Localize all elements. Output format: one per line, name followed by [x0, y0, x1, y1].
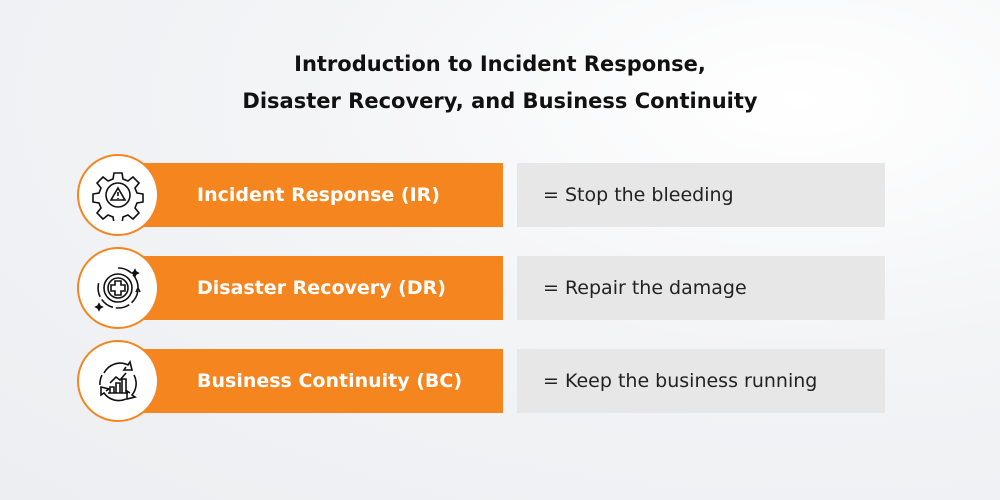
gear-warning-icon — [77, 154, 159, 236]
growth-cycle-icon — [77, 340, 159, 422]
row-disaster-recovery: Disaster Recovery (DR) = Repair the dama… — [0, 247, 1000, 329]
row-label: Incident Response (IR) — [197, 184, 440, 206]
row-label: Disaster Recovery (DR) — [197, 277, 446, 299]
row-incident-response: Incident Response (IR) = Stop the bleedi… — [0, 154, 1000, 236]
row-business-continuity: Business Continuity (BC) = Keep the busi… — [0, 340, 1000, 422]
title-line-2: Disaster Recovery, and Business Continui… — [242, 89, 758, 113]
row-description: = Stop the bleeding — [543, 184, 734, 206]
medical-cross-recovery-icon — [77, 247, 159, 329]
description-box: = Stop the bleeding — [517, 163, 885, 227]
description-box: = Keep the business running — [517, 349, 885, 413]
row-description: = Keep the business running — [543, 370, 818, 392]
description-box: = Repair the damage — [517, 256, 885, 320]
title-line-1: Introduction to Incident Response, — [294, 52, 706, 76]
label-bar: Disaster Recovery (DR) — [140, 256, 503, 320]
row-label: Business Continuity (BC) — [197, 370, 463, 392]
label-bar: Incident Response (IR) — [140, 163, 503, 227]
label-bar: Business Continuity (BC) — [140, 349, 503, 413]
page-title: Introduction to Incident Response, Disas… — [0, 46, 1000, 120]
row-description: = Repair the damage — [543, 277, 747, 299]
